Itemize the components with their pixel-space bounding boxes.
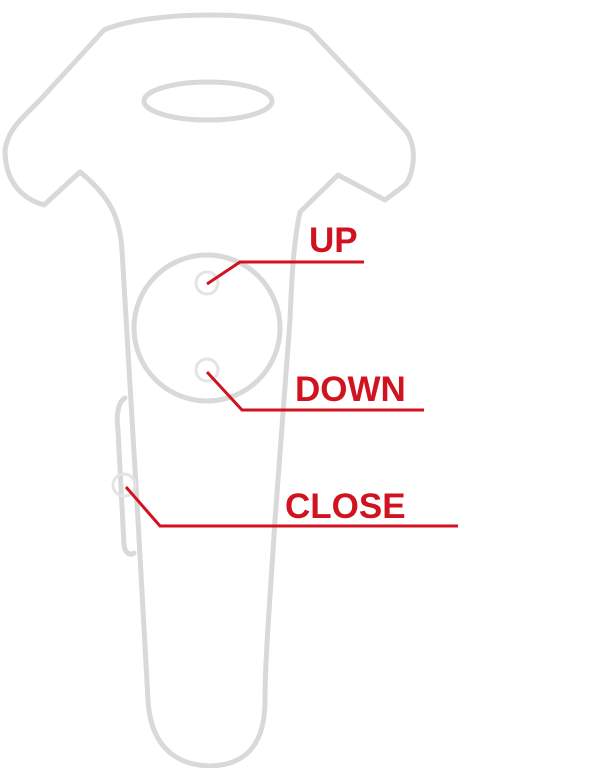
trackpad-circle <box>131 252 283 404</box>
down-point-indicator <box>194 357 220 383</box>
close-point-indicator <box>111 472 137 498</box>
controller-outline <box>2 12 416 768</box>
up-leader-line <box>206 260 364 286</box>
down-leader-line <box>205 370 424 412</box>
up-point-indicator <box>194 270 220 296</box>
down-label: DOWN <box>295 370 406 409</box>
close-label: CLOSE <box>285 487 406 526</box>
menu-button-oval <box>141 79 275 123</box>
close-leader-line <box>124 486 458 528</box>
up-label: UP <box>309 221 358 260</box>
grip-button-outline <box>114 395 137 557</box>
